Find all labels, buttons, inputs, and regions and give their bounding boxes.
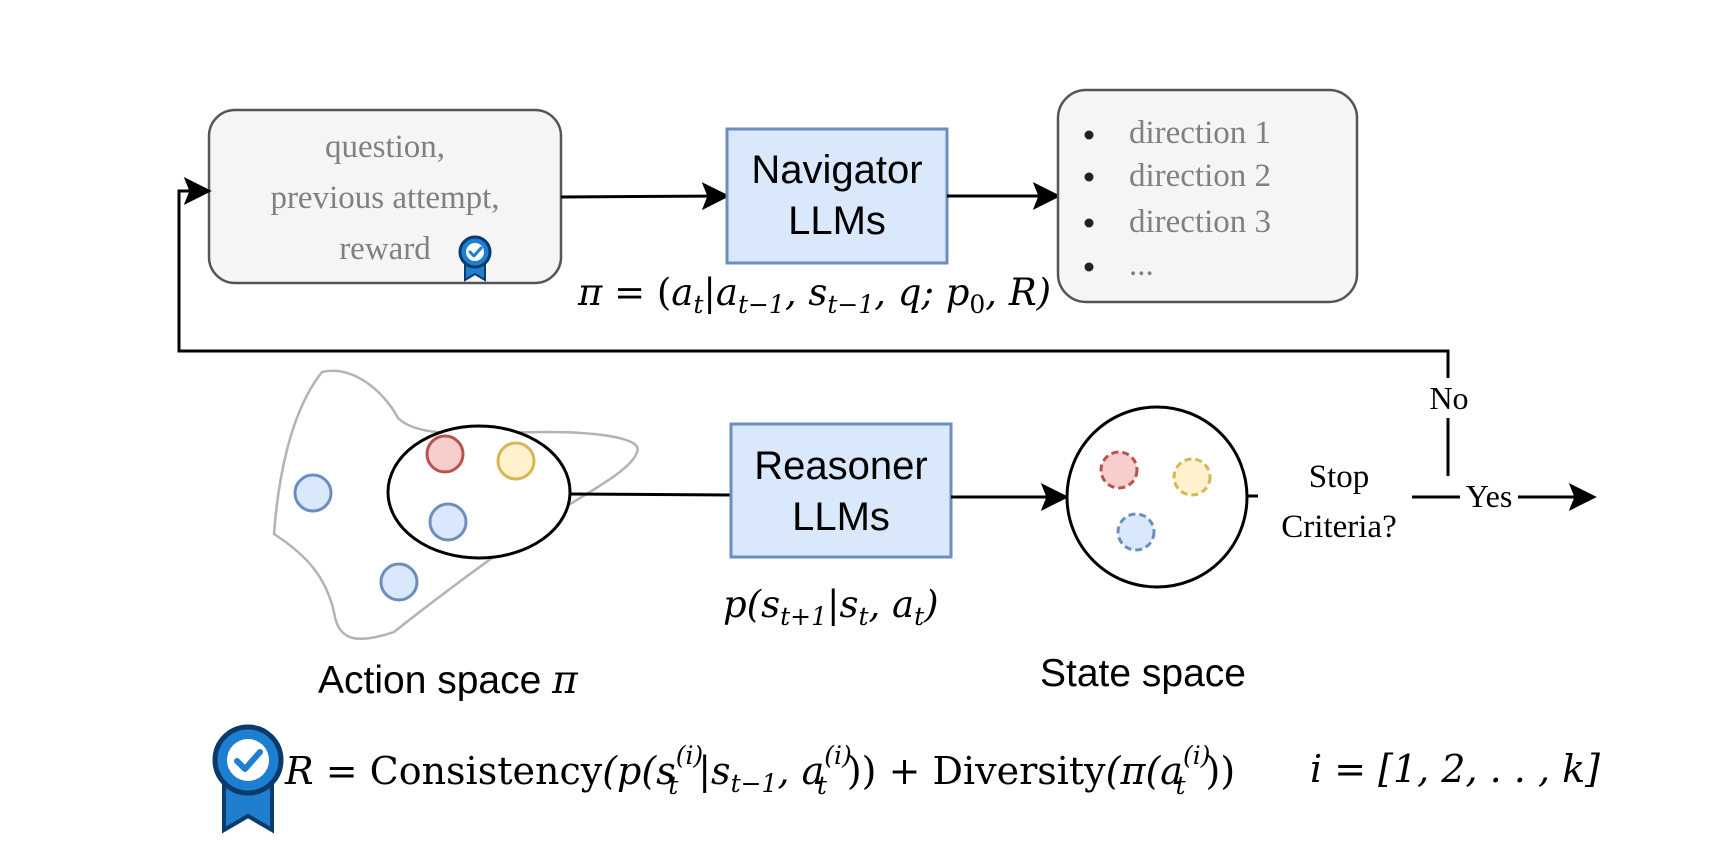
selected-actions-ellipse — [386, 424, 572, 560]
direction-bullet-1 — [1084, 130, 1094, 140]
no-label: No — [1429, 380, 1468, 416]
navigator-label-line2: LLMs — [788, 199, 886, 243]
stop-criteria-line2: Criteria? — [1281, 509, 1396, 545]
direction-item-1: direction 1 — [1129, 115, 1271, 151]
direction-bullet-2 — [1084, 172, 1094, 182]
direction-bullet-4 — [1084, 262, 1094, 272]
input-line-question: question, — [325, 129, 445, 165]
policy-formula: π = (at|at−1, st−1, q; p0, R) — [577, 271, 1051, 319]
action-dot-blue-bottom — [379, 562, 419, 602]
navigator-llm-box: Navigator LLMs — [725, 127, 949, 265]
stop-criteria-line1: Stop — [1309, 459, 1370, 495]
state-space-circle — [1065, 405, 1249, 589]
direction-item-4: ... — [1129, 247, 1154, 283]
action-space — [272, 369, 639, 641]
input-line-reward: reward — [339, 231, 431, 267]
yes-label: Yes — [1466, 478, 1513, 514]
reasoner-label-line1: Reasoner — [754, 444, 927, 488]
input-box: question, previous attempt, reward — [207, 108, 563, 285]
action-dot-red — [425, 434, 465, 474]
arrow-input-to-navigator — [560, 182, 730, 211]
action-dot-yellow — [496, 441, 536, 481]
state-space-label: State space — [1040, 652, 1246, 695]
direction-item-3: direction 3 — [1129, 204, 1271, 240]
reward-formula: R = Consistency(p(s(i)t|st−1, a(i)t)) + … — [284, 741, 1235, 800]
reasoner-llm-box: Reasoner LLMs — [729, 422, 953, 559]
award-badge-icon-large — [212, 724, 284, 834]
award-badge-icon — [458, 235, 492, 282]
no-label-bg — [1424, 378, 1476, 418]
connector-actions-to-reasoner — [569, 492, 732, 497]
state-dot-yellow — [1172, 457, 1212, 497]
transition-formula: p(st+1|st, at) — [723, 583, 939, 631]
action-dot-blue-left — [293, 473, 333, 513]
state-space — [1065, 405, 1249, 589]
state-dot-red — [1099, 450, 1139, 490]
reasoner-label-line2: LLMs — [792, 495, 890, 539]
directions-box: direction 1 direction 2 direction 3 ... — [1056, 88, 1359, 304]
index-formula: i = [1, 2, . . , k] — [1310, 747, 1600, 791]
direction-item-2: direction 2 — [1129, 158, 1271, 194]
direction-bullet-3 — [1084, 218, 1094, 228]
action-dot-blue-inner — [428, 502, 468, 542]
action-space-label: Action space π — [318, 658, 579, 703]
yes-label-bg — [1460, 476, 1518, 514]
navigator-label-line1: Navigator — [751, 148, 922, 192]
state-dot-blue — [1116, 512, 1156, 552]
input-line-previous-attempt: previous attempt, — [270, 180, 499, 216]
